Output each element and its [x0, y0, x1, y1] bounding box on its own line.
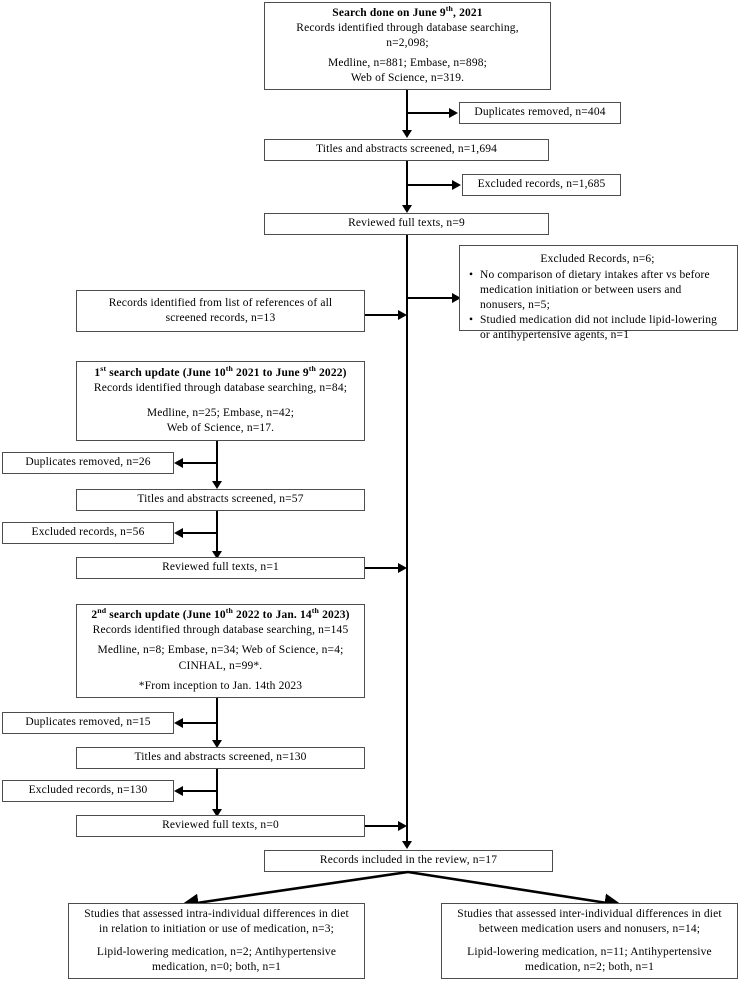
box-references-records: Records identified from list of referenc…: [76, 290, 365, 332]
arrowhead-reviewed2-to-spine: [398, 563, 407, 573]
arrowhead-initial-to-titles: [402, 130, 412, 138]
titles-abstracts-2-label: Titles and abstracts screened, n=57: [137, 493, 304, 506]
inter-individual-line4: medication, n=2; both, n=1: [525, 960, 654, 973]
arrowhead-update2-to-titles3: [212, 740, 222, 748]
initial-search-line4: Web of Science, n=319.: [350, 71, 465, 84]
search-update-2-line1: Records identified through database sear…: [92, 624, 349, 637]
arrowhead-titles2-to-reviewed2: [212, 551, 222, 559]
connector-references-to-spine: [365, 314, 402, 317]
box-duplicates-removed-3: Duplicates removed, n=15: [2, 712, 174, 734]
search-update-1-line3: Web of Science, n=17.: [166, 421, 275, 434]
search-update-2-header: 2nd search update (June 10th 2022 to Jan…: [91, 606, 350, 621]
inter-individual-line3: Lipid-lowering medication, n=11; Antihyp…: [467, 945, 712, 958]
connector-to-excluded-detail: [406, 297, 459, 300]
connector-reviewed2-to-spine: [365, 567, 402, 570]
excluded-detail-item-2: Studied medication did not include lipid…: [469, 313, 729, 343]
titles-abstracts-1-label: Titles and abstracts screened, n=1,694: [315, 143, 498, 156]
arrowhead-to-excluded-detail: [452, 293, 461, 303]
box-records-included: Records included in the review, n=17: [264, 850, 553, 872]
arrowhead-titles3-to-reviewed3: [212, 809, 222, 817]
inter-individual-line2: between medication users and nonusers, n…: [478, 923, 701, 936]
records-included-label: Records included in the review, n=17: [319, 854, 498, 867]
initial-search-line3: Medline, n=881; Embase, n=898;: [328, 56, 487, 69]
intra-individual-line2: in relation to initiation or use of medi…: [99, 923, 334, 936]
excluded-detail-title: Excluded Records, n=6;: [540, 253, 655, 265]
connector-to-excluded-1: [406, 184, 456, 187]
initial-search-line2: n=2,098;: [386, 37, 429, 50]
box-search-update-1: 1st search update (June 10th 2021 to Jun…: [76, 361, 365, 441]
box-initial-search: Search done on June 9th, 2021 Records id…: [264, 2, 551, 90]
arrowhead-to-duplicates-2: [174, 458, 183, 468]
box-reviewed-full-texts-2: Reviewed full texts, n=1: [76, 557, 365, 579]
excluded-2-label: Excluded records, n=56: [31, 526, 145, 539]
search-update-2-line3: CINHAL, n=99*.: [178, 659, 263, 672]
connector-to-excluded-2: [180, 532, 218, 535]
box-reviewed-full-texts-1: Reviewed full texts, n=9: [264, 213, 549, 235]
box-duplicates-removed-1: Duplicates removed, n=404: [459, 102, 621, 124]
duplicates-1-label: Duplicates removed, n=404: [474, 106, 606, 119]
box-intra-individual-studies: Studies that assessed intra-individual d…: [68, 903, 365, 979]
excluded-detail-item-1: No comparison of dietary intakes after v…: [469, 268, 729, 313]
connector-update2-to-titles3: [216, 698, 219, 742]
duplicates-2-label: Duplicates removed, n=26: [25, 456, 151, 469]
box-excluded-records-1: Excluded records, n=1,685: [462, 174, 621, 196]
box-inter-individual-studies: Studies that assessed inter-individual d…: [441, 903, 738, 979]
references-records-line2: screened records, n=13: [165, 312, 276, 324]
reviewed-1-label: Reviewed full texts, n=9: [348, 217, 465, 230]
arrowhead-to-duplicates-3: [174, 718, 183, 728]
excluded-3-label: Excluded records, n=130: [28, 784, 148, 797]
reviewed-3-label: Reviewed full texts, n=0: [162, 819, 279, 832]
intra-individual-line1: Studies that assessed intra-individual d…: [84, 908, 349, 920]
initial-search-line1: Records identified through database sear…: [296, 22, 519, 35]
arrowhead-main-spine: [402, 841, 412, 849]
arrowhead-to-duplicates-1: [449, 108, 458, 118]
connector-reviewed3-to-spine: [365, 825, 402, 828]
main-spine: [406, 235, 409, 845]
box-titles-abstracts-3: Titles and abstracts screened, n=130: [76, 747, 365, 769]
reviewed-2-label: Reviewed full texts, n=1: [162, 561, 279, 574]
excluded-detail-list: No comparison of dietary intakes after v…: [466, 268, 729, 344]
titles-abstracts-3-label: Titles and abstracts screened, n=130: [134, 751, 307, 764]
intra-individual-line4: medication, n=0; both, n=1: [152, 960, 281, 973]
box-titles-abstracts-1: Titles and abstracts screened, n=1,694: [264, 139, 549, 161]
connector-initial-to-titles: [406, 90, 409, 132]
connector-to-duplicates-1: [406, 112, 453, 115]
connector-to-duplicates-2: [180, 462, 218, 465]
search-update-1-header: 1st search update (June 10th 2021 to Jun…: [94, 364, 347, 380]
search-update-1-line1: Records identified through database sear…: [93, 382, 348, 395]
search-update-2-footnote: *From inception to Jan. 14th 2023: [138, 679, 303, 692]
arrowhead-to-excluded-2: [174, 528, 183, 538]
initial-search-header: Search done on June 9th, 2021: [332, 4, 483, 19]
arrowhead-to-excluded-1: [452, 180, 461, 190]
duplicates-3-label: Duplicates removed, n=15: [25, 716, 151, 729]
box-search-update-2: 2nd search update (June 10th 2022 to Jan…: [76, 604, 365, 698]
search-update-2-line2: Medline, n=8; Embase, n=34; Web of Scien…: [97, 644, 344, 657]
box-excluded-records-2: Excluded records, n=56: [2, 522, 174, 544]
arrowhead-to-excluded-3: [174, 786, 183, 796]
box-titles-abstracts-2: Titles and abstracts screened, n=57: [76, 489, 365, 511]
arrowhead-reviewed3-to-spine: [398, 821, 407, 831]
connector-to-excluded-3: [180, 790, 218, 793]
connector-to-duplicates-3: [180, 722, 218, 725]
inter-individual-line1: Studies that assessed inter-individual d…: [457, 908, 722, 920]
search-update-1-line2: Medline, n=25; Embase, n=42;: [146, 406, 295, 419]
box-excluded-records-detail: Excluded Records, n=6; No comparison of …: [459, 245, 738, 341]
arrowhead-update1-to-titles2: [212, 481, 222, 489]
box-reviewed-full-texts-3: Reviewed full texts, n=0: [76, 815, 365, 837]
arrowhead-titles-to-reviewed-1: [402, 205, 412, 213]
box-duplicates-removed-2: Duplicates removed, n=26: [2, 452, 174, 474]
arrowhead-references-to-spine: [398, 310, 407, 320]
intra-individual-line3: Lipid-lowering medication, n=2; Antihype…: [96, 945, 337, 958]
excluded-1-label: Excluded records, n=1,685: [477, 178, 606, 191]
references-records-line1: Records identified from list of referenc…: [108, 296, 333, 309]
box-excluded-records-3: Excluded records, n=130: [2, 780, 174, 802]
